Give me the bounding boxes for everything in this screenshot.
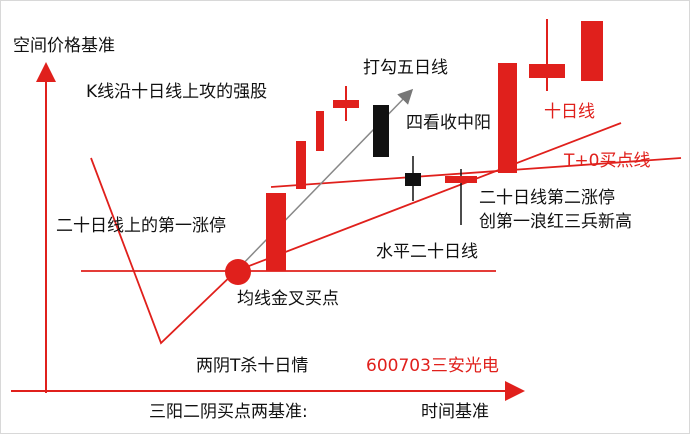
candle-3 bbox=[316, 111, 324, 151]
two-yin-label: 两阴T杀十日情 bbox=[196, 356, 308, 376]
three-yang-label: 三阳二阴买点两基准: bbox=[149, 402, 308, 422]
upper-cross-body bbox=[529, 64, 565, 78]
t-candle-body bbox=[445, 176, 477, 183]
twenty-second-limit-label: 二十日线第二涨停 bbox=[479, 188, 615, 208]
first-wave-label: 创第一浪红三兵新高 bbox=[479, 212, 632, 232]
x-axis-label: 时间基准 bbox=[421, 402, 489, 422]
second-limit-candle bbox=[498, 63, 517, 173]
stock-code-label: 600703三安光电 bbox=[366, 356, 499, 376]
twenty-first-limit-label: 二十日线上的第一涨停 bbox=[56, 216, 226, 236]
ten-day-line bbox=[235, 122, 622, 272]
strong-stock-label: K线沿十日线上攻的强股 bbox=[86, 82, 267, 102]
v-trend-line bbox=[90, 157, 237, 345]
golden-cross-dot bbox=[225, 259, 251, 285]
black-candle bbox=[373, 105, 389, 157]
golden-cross-label: 均线金叉买点 bbox=[237, 289, 339, 309]
candle-2 bbox=[296, 141, 306, 189]
t0-buy-label: T+0买点线 bbox=[563, 151, 650, 171]
top-right-candle bbox=[581, 21, 603, 81]
first-limit-candle bbox=[266, 193, 286, 271]
four-look-label: 四看收中阳 bbox=[406, 113, 491, 133]
ten-day-label: 十日线 bbox=[544, 102, 595, 122]
horizontal-twenty-label: 水平二十日线 bbox=[376, 242, 478, 262]
y-axis-label: 空间价格基准 bbox=[13, 36, 115, 56]
hook-five-label: 打勾五日线 bbox=[363, 58, 448, 78]
small-black-body bbox=[405, 173, 421, 186]
candle-4-body bbox=[333, 100, 359, 108]
t0-buy-line bbox=[270, 157, 682, 188]
